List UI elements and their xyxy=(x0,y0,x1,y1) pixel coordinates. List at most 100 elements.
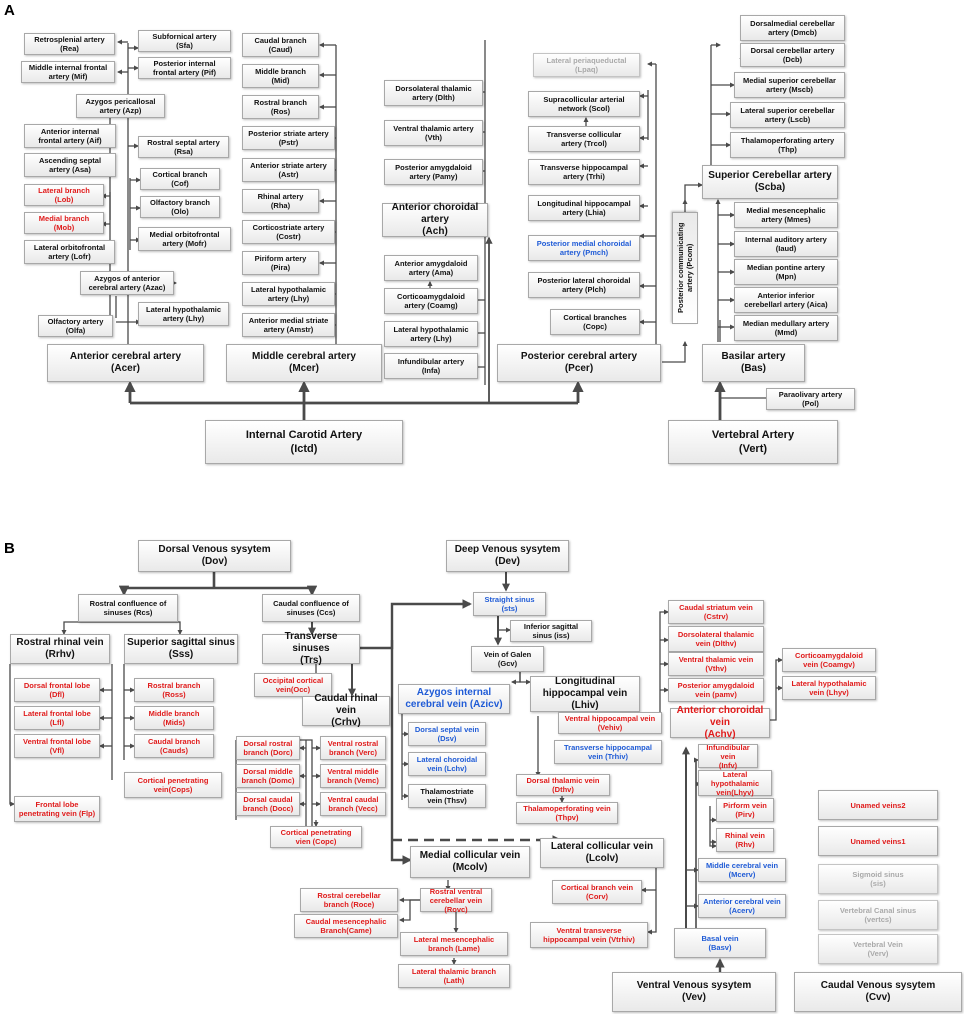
rha-box: Rhinal artery (Rha) xyxy=(242,189,319,213)
mids-box: Middle branch (Mids) xyxy=(134,706,214,730)
domc-box: Dorsal middle branch (Domc) xyxy=(236,764,300,788)
pmch-box: Posterior medial choroidal artery (Pmch) xyxy=(528,235,640,261)
unamed1-box: Unamed veins1 xyxy=(818,826,938,856)
coamgv-box: Corticoamygdaloid vein (Coamgv) xyxy=(782,648,876,672)
lhy-a-box: Lateral hypothalamic artery (Lhy) xyxy=(138,302,229,326)
pcer-box: Posterior cerebral artery (Pcer) xyxy=(497,344,661,382)
azac-box: Azygos of anterior cerebral artery (Azac… xyxy=(80,271,174,295)
trhiv-box: Transverse hippocampal vein (Trhiv) xyxy=(554,740,662,764)
lcolv-box: Lateral collicular vein (Lcolv) xyxy=(540,838,664,868)
pcom-box: Posterior communicating artery (Pcom) xyxy=(672,212,698,324)
verv-box: Vertebral Vein (Verv) xyxy=(818,934,938,964)
dmcb-box: Dorsalmedial cerebellar artery (Dmcb) xyxy=(740,15,845,41)
lhy-m-box: Lateral hypothalamic artery (Lhy) xyxy=(242,282,335,306)
dorc-box: Dorsal rostral branch (Dorc) xyxy=(236,736,300,760)
cvv-box: Caudal Venous sysytem (Cvv) xyxy=(794,972,962,1012)
dlthv-box: Dorsolateral thalamic vein (Dlthv) xyxy=(668,626,764,652)
scol-box: Supracollicular arterial network (Scol) xyxy=(528,91,640,117)
plch-box: Posterior lateral choroidal artery (Plch… xyxy=(528,272,640,298)
pamv-box: Posterior amygdaloid vein (pamv) xyxy=(668,678,764,702)
vev-box: Ventral Venous sysytem (Vev) xyxy=(612,972,776,1012)
mscb-box: Medial superior cerebellar artery (Mscb) xyxy=(734,72,845,98)
aica-box: Anterior inferior cerebellarl artery (Ai… xyxy=(734,287,838,313)
roce-box: Rostral cerebellar branch (Roce) xyxy=(300,888,398,912)
lob-box: Lateral branch (Lob) xyxy=(24,184,104,206)
flp-box: Frontal lobe penetrating vein (Flp) xyxy=(14,796,100,822)
dcb-box: Dorsal cerebellar artery (Dcb) xyxy=(740,43,845,67)
gcv-box: Vein of Galen (Gcv) xyxy=(471,646,544,672)
sts-box: Straight sinus (sts) xyxy=(473,592,546,616)
panel-label-b: B xyxy=(4,540,15,557)
iaud-box: Internal auditory artery (Iaud) xyxy=(734,231,838,257)
dlth-box: Dorsolateral thalamic artery (Dlth) xyxy=(384,80,483,106)
acer-box: Anterior cerebral artery (Acer) xyxy=(47,344,204,382)
unamed2-box: Unamed veins2 xyxy=(818,790,938,820)
pamy-box: Posterior amygdaloid artery (Pamy) xyxy=(384,159,483,185)
lchv-box: Lateral choroidal vein (Lchv) xyxy=(408,752,486,776)
lpaq-box: Lateral periaqueductal (Lpaq) xyxy=(533,53,640,77)
mid-box: Middle branch (Mid) xyxy=(242,64,319,88)
thp-box: Thalamoperforating artery (Thp) xyxy=(730,132,845,158)
iss-box: Inferior sagittal sinus (iss) xyxy=(510,620,592,642)
dsv-box: Dorsal septal vein (Dsv) xyxy=(408,722,486,746)
docc-box: Dorsal caudal branch (Docc) xyxy=(236,792,300,816)
rcs-box: Rostral confluence of sinuses (Rcs) xyxy=(78,594,178,622)
astr-box: Anterior striate artery (Astr) xyxy=(242,158,335,182)
vtrhiv-box: Ventral transverse hippocampal vein (Vtr… xyxy=(530,922,648,948)
vehiv-box: Ventral hippocampal vein (Vehiv) xyxy=(558,712,662,734)
lofr-box: Lateral orbitofrontal artery (Lofr) xyxy=(24,240,115,264)
mofr-box: Medial orbitofrontal artery (Mofr) xyxy=(138,227,231,251)
lhy-c-box: Lateral hypothalamic artery (Lhy) xyxy=(384,321,478,347)
trhi-box: Transverse hippocampal artery (Trhi) xyxy=(528,159,640,185)
thpv-box: Thalamoperforating vein (Thpv) xyxy=(516,802,618,824)
vemc-box: Ventral middle branch (Vemc) xyxy=(320,764,386,788)
mpn-box: Median pontine artery (Mpn) xyxy=(734,259,838,285)
mmd-box: Median medullary artery (Mmd) xyxy=(734,315,838,341)
rrhv-box: Rostral rhinal vein (Rrhv) xyxy=(10,634,110,664)
ach-box: Anterior choroidal artery (Ach) xyxy=(382,202,488,237)
sis-box: Sigmoid sinus (sis) xyxy=(818,864,938,894)
vecc-box: Ventral caudal branch (Vecc) xyxy=(320,792,386,816)
dev-box: Deep Venous sysytem (Dev) xyxy=(446,540,569,572)
vthv-box: Ventral thalamic vein (Vthv) xyxy=(668,652,764,676)
dov-box: Dorsal Venous sysytem (Dov) xyxy=(138,540,291,572)
lhyv-box: Lateral hypothalamic vein (Lhyv) xyxy=(782,676,876,700)
lath-box: Lateral thalamic branch (Lath) xyxy=(398,964,510,988)
sfa-box: Subfornical artery (Sfa) xyxy=(138,30,231,52)
ross-box: Rostral branch (Ross) xyxy=(134,678,214,702)
vth-box: Ventral thalamic artery (Vth) xyxy=(384,120,483,146)
basv-box: Basal vein (Basv) xyxy=(674,928,766,958)
vfl-box: Ventral frontal lobe (Vfl) xyxy=(14,734,100,758)
olo-box: Olfactory branch (Olo) xyxy=(140,196,220,218)
dfl-box: Dorsal frontal lobe (Dfl) xyxy=(14,678,100,702)
copc-box: Cortical branches (Copc) xyxy=(550,309,640,335)
crhv-box: Caudal rhinal vein (Crhv) xyxy=(302,693,390,728)
came-box: Caudal mesencephalic Branch(Came) xyxy=(294,914,398,938)
rovc-box: Rostral ventral cerebellar vein (Rovc) xyxy=(420,887,492,914)
dthv-box: Dorsal thalamic vein (Dthv) xyxy=(516,774,610,796)
mcolv-box: Medial collicular vein (Mcolv) xyxy=(410,846,530,878)
copc-v-box: Cortical penetrating vien (Copc) xyxy=(270,826,362,848)
ictd-box: Internal Carotid Artery (Ictd) xyxy=(205,420,403,464)
rhv-box: Rhinal vein (Rhv) xyxy=(716,828,774,852)
vertcs-box: Vertebral Canal sinus (vertcs) xyxy=(818,900,938,930)
occ-box: Occipital cortical vein(Occ) xyxy=(254,673,332,697)
mob-box: Medial branch (Mob) xyxy=(24,212,104,234)
vert-box: Vertebral Artery (Vert) xyxy=(668,420,838,464)
trs-box: Transverse sinuses (Trs) xyxy=(262,631,360,666)
scba-box: Superior Cerebellar artery (Scba) xyxy=(702,165,838,199)
aif-box: Anterior internal frontal artery (Aif) xyxy=(24,124,116,148)
infv-box: Infundibular vein (Infv) xyxy=(698,743,758,770)
rsa-box: Rostral septal artery (Rsa) xyxy=(138,136,229,158)
lscb-box: Lateral superior cerebellar artery (Lscb… xyxy=(730,102,845,128)
mif-box: Middle internal frontal artery (Mif) xyxy=(21,61,115,83)
cauds-box: Caudal branch (Cauds) xyxy=(134,734,214,758)
panel-label-a: A xyxy=(4,2,15,19)
corv-box: Cortical branch vein (Corv) xyxy=(552,880,642,904)
rea-box: Retrosplenial artery (Rea) xyxy=(24,33,115,55)
mcerv-box: Middle cerebral vein (Mcerv) xyxy=(698,858,786,882)
sss-box: Superior sagittal sinus (Sss) xyxy=(124,634,238,664)
costr-box: Corticostriate artery (Costr) xyxy=(242,220,335,244)
lame-box: Lateral mesencephalic branch (Lame) xyxy=(400,932,508,956)
